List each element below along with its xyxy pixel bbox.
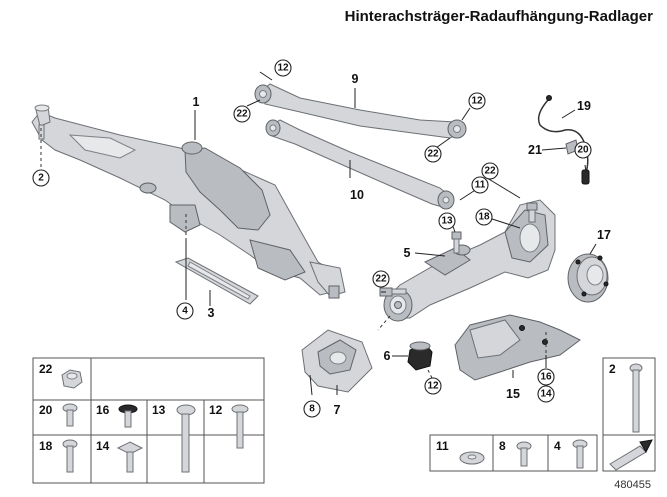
- bolt-part: [38, 124, 45, 140]
- callout: 12: [274, 59, 292, 77]
- legend-label: 22: [39, 362, 53, 376]
- svg-text:22: 22: [236, 109, 248, 120]
- callout: 8: [303, 400, 321, 418]
- callout: 13: [438, 212, 456, 230]
- bracket-plate: [454, 314, 581, 381]
- legend-label: 13: [152, 403, 166, 417]
- svg-text:16: 16: [540, 372, 552, 383]
- washer-bolt-icon: [118, 404, 138, 428]
- callout: 11: [471, 176, 489, 194]
- arrow-icon: [602, 434, 656, 472]
- page-title: Hinterachsträger-Radaufhängung-Radlager: [344, 8, 653, 25]
- svg-text:2: 2: [38, 173, 44, 184]
- legend-label: 14: [96, 439, 110, 453]
- part-label: 10: [350, 188, 364, 202]
- part-label: 17: [597, 228, 611, 242]
- circled-labels: 2 12 22 12 22 11 22 20 13 18 22 4 12 8 1…: [32, 59, 592, 418]
- leader-lines: [40, 71, 597, 396]
- part-label: 21: [528, 143, 542, 157]
- plain-labels: 1 9 10 19 21 5 17 3 6 7 15: [193, 72, 611, 417]
- svg-text:18: 18: [478, 212, 490, 223]
- part-label: 7: [334, 403, 341, 417]
- legend-bottom-row: 11 8 4: [429, 434, 598, 472]
- callout: 22: [372, 270, 390, 288]
- legend-left-grid: 22 20 16 13 12 18: [32, 357, 265, 484]
- rubber-mount: [407, 341, 433, 371]
- callout: 12: [468, 92, 486, 110]
- svg-text:12: 12: [471, 96, 483, 107]
- bolt-icon: [62, 403, 78, 427]
- svg-text:14: 14: [540, 389, 552, 400]
- svg-text:12: 12: [427, 381, 439, 392]
- legend-label: 8: [499, 439, 506, 453]
- part-label: 15: [506, 387, 520, 401]
- callout: 16: [537, 368, 555, 386]
- legend-label: 20: [39, 403, 53, 417]
- part-label: 1: [193, 95, 200, 109]
- bolt-icon: [231, 404, 249, 449]
- svg-text:22: 22: [484, 166, 496, 177]
- callout: 4: [176, 302, 194, 320]
- control-arm-lower: [265, 119, 455, 210]
- screw-icon: [116, 441, 144, 473]
- wheel-bearing: [567, 253, 609, 303]
- washer-icon: [459, 451, 485, 465]
- legend-label: 11: [436, 439, 449, 453]
- mounting-bracket: [301, 329, 373, 393]
- callout: 22: [233, 105, 251, 123]
- wheel-carrier: [383, 199, 556, 322]
- bolt-icon: [572, 439, 588, 469]
- legend-label: 18: [39, 439, 53, 453]
- svg-text:11: 11: [475, 180, 486, 191]
- svg-text:4: 4: [182, 306, 188, 317]
- part-label: 6: [384, 349, 391, 363]
- legend-label: 4: [554, 439, 561, 453]
- svg-text:8: 8: [309, 404, 315, 415]
- part-label: 3: [208, 306, 215, 320]
- bolt-part: [451, 231, 462, 254]
- part-label: 19: [577, 99, 591, 113]
- callout: 22: [481, 162, 499, 180]
- part-label: 9: [352, 72, 359, 86]
- wheel-bolt-icon: [629, 363, 643, 433]
- callout: 2: [32, 169, 50, 187]
- callout: 12: [424, 377, 442, 395]
- legend-label: 16: [96, 403, 110, 417]
- bolt-icon: [516, 441, 532, 467]
- callout: 20: [574, 141, 592, 159]
- control-arm-upper: [254, 83, 467, 139]
- callout: 14: [537, 385, 555, 403]
- callout: 18: [475, 208, 493, 226]
- bolt-icon: [62, 439, 78, 473]
- bolt-icon: [176, 404, 196, 473]
- legend-label: 2: [609, 362, 616, 376]
- svg-text:22: 22: [427, 149, 439, 160]
- document-number: 480455: [614, 479, 651, 491]
- svg-text:22: 22: [375, 274, 387, 285]
- legend-label: 12: [209, 403, 223, 417]
- svg-text:13: 13: [441, 216, 453, 227]
- svg-text:12: 12: [277, 63, 289, 74]
- part-label: 5: [404, 246, 411, 260]
- nut-icon: [61, 369, 83, 389]
- axle-carrier: [31, 104, 346, 299]
- bolt-part: [526, 202, 538, 223]
- svg-text:20: 20: [577, 145, 589, 156]
- callout: 22: [424, 145, 442, 163]
